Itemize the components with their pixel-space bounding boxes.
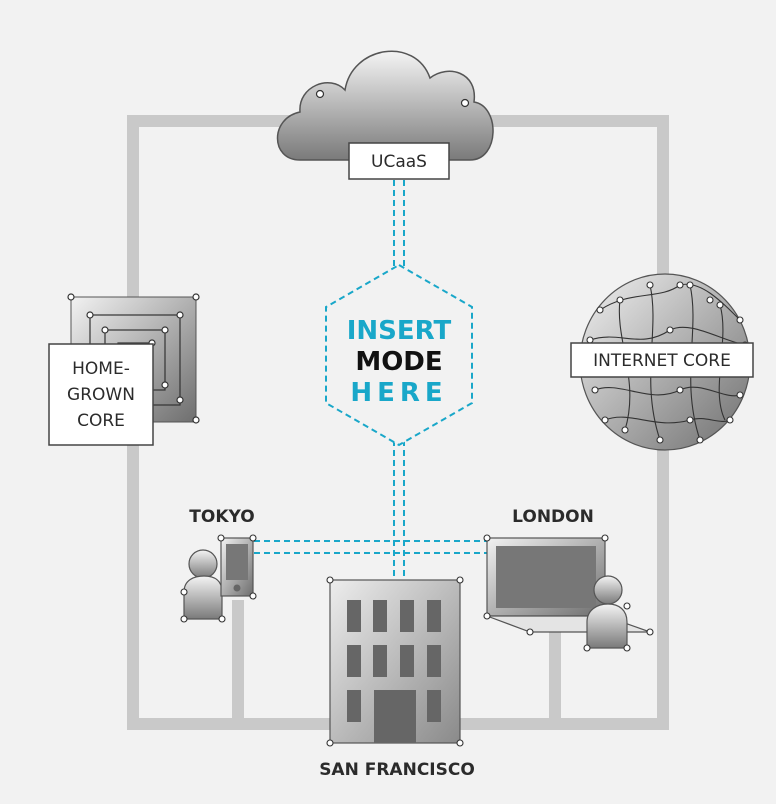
tokyo-phone-icon bbox=[217, 534, 257, 600]
internet-core-icon: INTERNET CORE bbox=[570, 273, 754, 451]
ucaas-label: UCaaS bbox=[371, 152, 427, 172]
insert-mode-hexagon: INSERT MODE HERE bbox=[325, 263, 473, 447]
tokyo-person-icon bbox=[180, 549, 226, 623]
cloud-icon: UCaaS bbox=[276, 50, 494, 180]
london-person-icon bbox=[583, 575, 631, 652]
homegrown-label-box bbox=[48, 343, 154, 446]
tokyo-node: TOKYO bbox=[180, 507, 257, 623]
center-line3: HERE bbox=[350, 378, 447, 408]
homegrown-core-icon: HOME- GROWN CORE bbox=[48, 293, 200, 446]
dashed-connections bbox=[254, 180, 487, 580]
london-node: LONDON bbox=[483, 507, 654, 652]
london-laptop-icon bbox=[483, 534, 654, 636]
homegrown-line3: CORE bbox=[77, 411, 125, 431]
homegrown-line1: HOME- bbox=[72, 359, 130, 379]
internet-core-label: INTERNET CORE bbox=[593, 351, 731, 371]
center-line1: INSERT bbox=[347, 316, 452, 346]
london-label: LONDON bbox=[512, 507, 594, 527]
center-line2: MODE bbox=[355, 347, 442, 377]
ucaas-label-box bbox=[348, 142, 450, 180]
san-francisco-building-icon: SAN FRANCISCO bbox=[319, 576, 475, 780]
homegrown-line2: GROWN bbox=[67, 385, 135, 405]
san-francisco-label: SAN FRANCISCO bbox=[319, 760, 475, 780]
internet-core-label-box bbox=[570, 342, 754, 378]
tokyo-label: TOKYO bbox=[189, 507, 254, 527]
